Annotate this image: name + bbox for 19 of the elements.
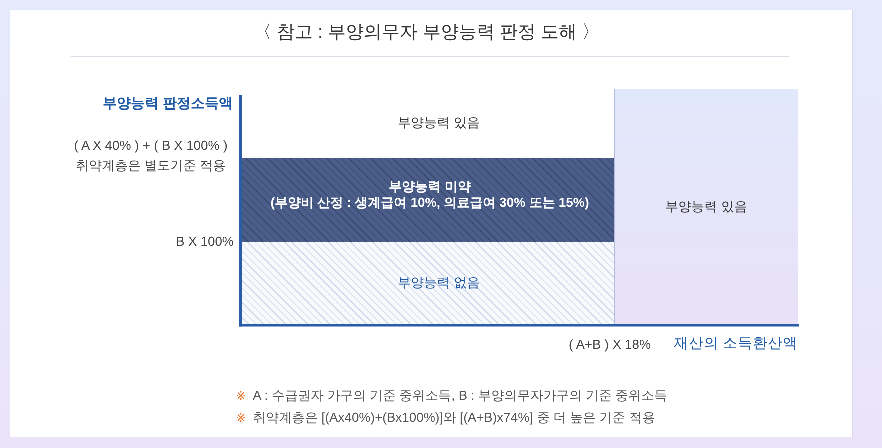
zone-label: 부양능력 있음	[398, 114, 480, 130]
shaded-panel	[614, 89, 798, 324]
reference-mark: ※	[236, 388, 246, 405]
hatched-band	[242, 242, 614, 324]
zone-label: 부양능력 없음	[398, 275, 480, 291]
band-heading: 부양능력 미약	[389, 179, 471, 195]
footnote: A : 수급권자 가구의 기준 중위소득, B : 부양의무자가구의 기준 중위소득	[253, 387, 668, 405]
axis-tick-label: B X 100%	[176, 233, 234, 251]
page-title: 〈 참고 : 부양의무자 부양능력 판정 도해 〉	[254, 21, 600, 44]
axis-title: 부양능력 판정소득액	[103, 94, 233, 112]
axis-tick-label: ( A+B ) X 18%	[569, 336, 651, 354]
axis-title: 재산의 소득환산액	[674, 335, 798, 353]
axis-tick-label: ( A X 40% ) + ( B X 100% )	[74, 137, 228, 155]
footnote: 취약계층은 [(Ax40%)+(Bx100%)]와 [(A+B)x74%] 중 더 높은 기준 적용	[253, 409, 656, 427]
zone-label: 부양능력 있음	[666, 198, 748, 214]
axis-tick-note: 취약계층은 별도기준 적용	[76, 157, 226, 175]
hatched-band	[242, 158, 614, 242]
band-note: (부양비 산정 : 생계급여 10%, 의료급여 30% 또는 15%)	[270, 195, 590, 211]
reference-mark: ※	[236, 410, 246, 427]
